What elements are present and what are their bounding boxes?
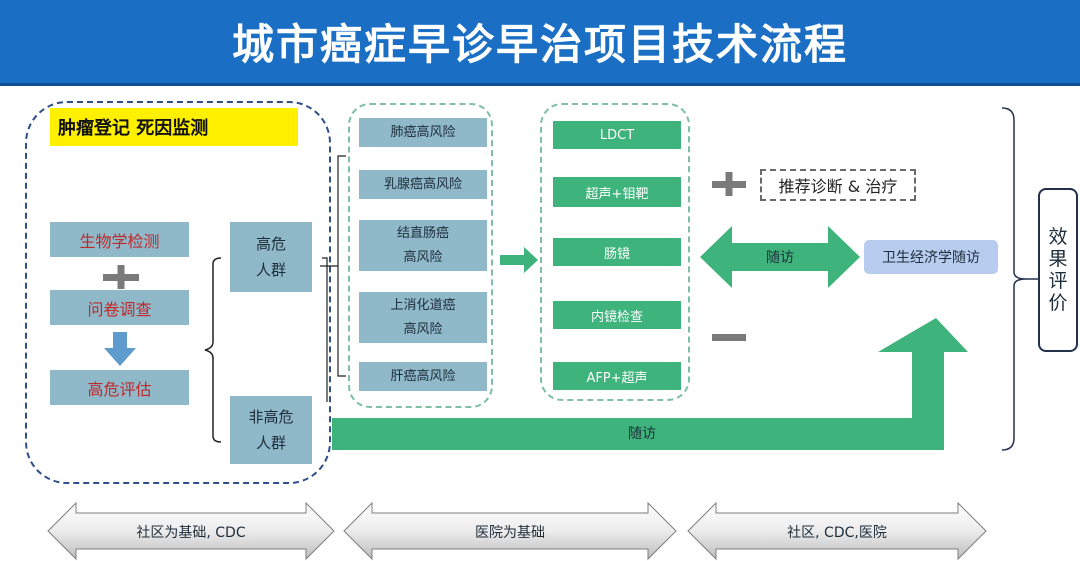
risk-liver: 肝癌高风险 — [359, 362, 487, 391]
bottom-band-arrows — [47, 502, 987, 561]
effect-evaluation-label: 效 果 评 价 — [1048, 226, 1068, 314]
plus-icon — [103, 265, 139, 289]
exam-ldct: LDCT — [553, 121, 681, 149]
right-arrow-icon — [500, 247, 538, 273]
exam-ultrasound-mammography: 超声+钼靶 — [553, 177, 681, 207]
recommend-diagnosis-treatment: 推荐诊断 & 治疗 — [760, 169, 916, 201]
risk-colorectal-label: 结直肠癌 高风险 — [396, 225, 449, 265]
health-economics-follow-up: 卫生经济学随访 — [864, 240, 998, 274]
band-community-label: 社区为基础, CDC — [136, 525, 246, 541]
double-arrow-icon — [700, 226, 860, 288]
plus-icon — [712, 172, 746, 196]
risk-breast: 乳腺癌高风险 — [359, 170, 487, 199]
registry-label: 肿瘤登记 死因监测 — [50, 108, 298, 146]
step-bio-test: 生物学检测 — [50, 222, 189, 257]
screening-region — [25, 101, 331, 484]
risk-colorectal: 结直肠癌 高风险 — [359, 220, 487, 271]
band-community — [47, 502, 335, 561]
risk-column — [348, 103, 493, 408]
band-mixed — [687, 502, 987, 561]
band-hospital — [343, 502, 677, 561]
minus-icon — [712, 328, 746, 341]
group-brackets — [204, 257, 328, 443]
bottom-follow-up-label: 随访 — [628, 426, 656, 442]
exam-endoscopy: 内镜检查 — [553, 301, 681, 329]
risk-lung: 肺癌高风险 — [359, 118, 487, 147]
risk-upper-gi: 上消化道癌 高风险 — [359, 292, 487, 343]
high-risk-label: 高危 人群 — [255, 235, 286, 279]
step-questionnaire: 问卷调查 — [50, 290, 189, 325]
step-risk-assessment: 高危评估 — [50, 370, 189, 405]
non-high-risk-label: 非高危 人群 — [248, 408, 294, 452]
risk-brackets — [320, 155, 346, 377]
effect-evaluation: 效 果 评 价 — [1038, 188, 1078, 352]
high-risk-group: 高危 人群 — [230, 222, 312, 292]
follow-up-label: 随访 — [766, 250, 794, 266]
exam-afp-ultrasound: AFP+超声 — [553, 362, 681, 390]
band-hospital-label: 医院为基础 — [475, 525, 545, 541]
exam-colonoscopy: 肠镜 — [553, 238, 681, 266]
band-mixed-label: 社区, CDC,医院 — [787, 525, 887, 541]
follow-up-arrow — [332, 318, 968, 452]
exam-column — [540, 103, 690, 401]
header-banner: 城市癌症早诊早治项目技术流程 — [0, 0, 1080, 86]
evaluation-bracket — [1001, 107, 1038, 451]
down-arrow-icon — [104, 332, 136, 366]
page-title: 城市癌症早诊早治项目技术流程 — [231, 20, 848, 69]
non-high-risk-group: 非高危 人群 — [230, 396, 312, 464]
risk-upper-gi-label: 上消化道癌 高风险 — [390, 297, 456, 337]
